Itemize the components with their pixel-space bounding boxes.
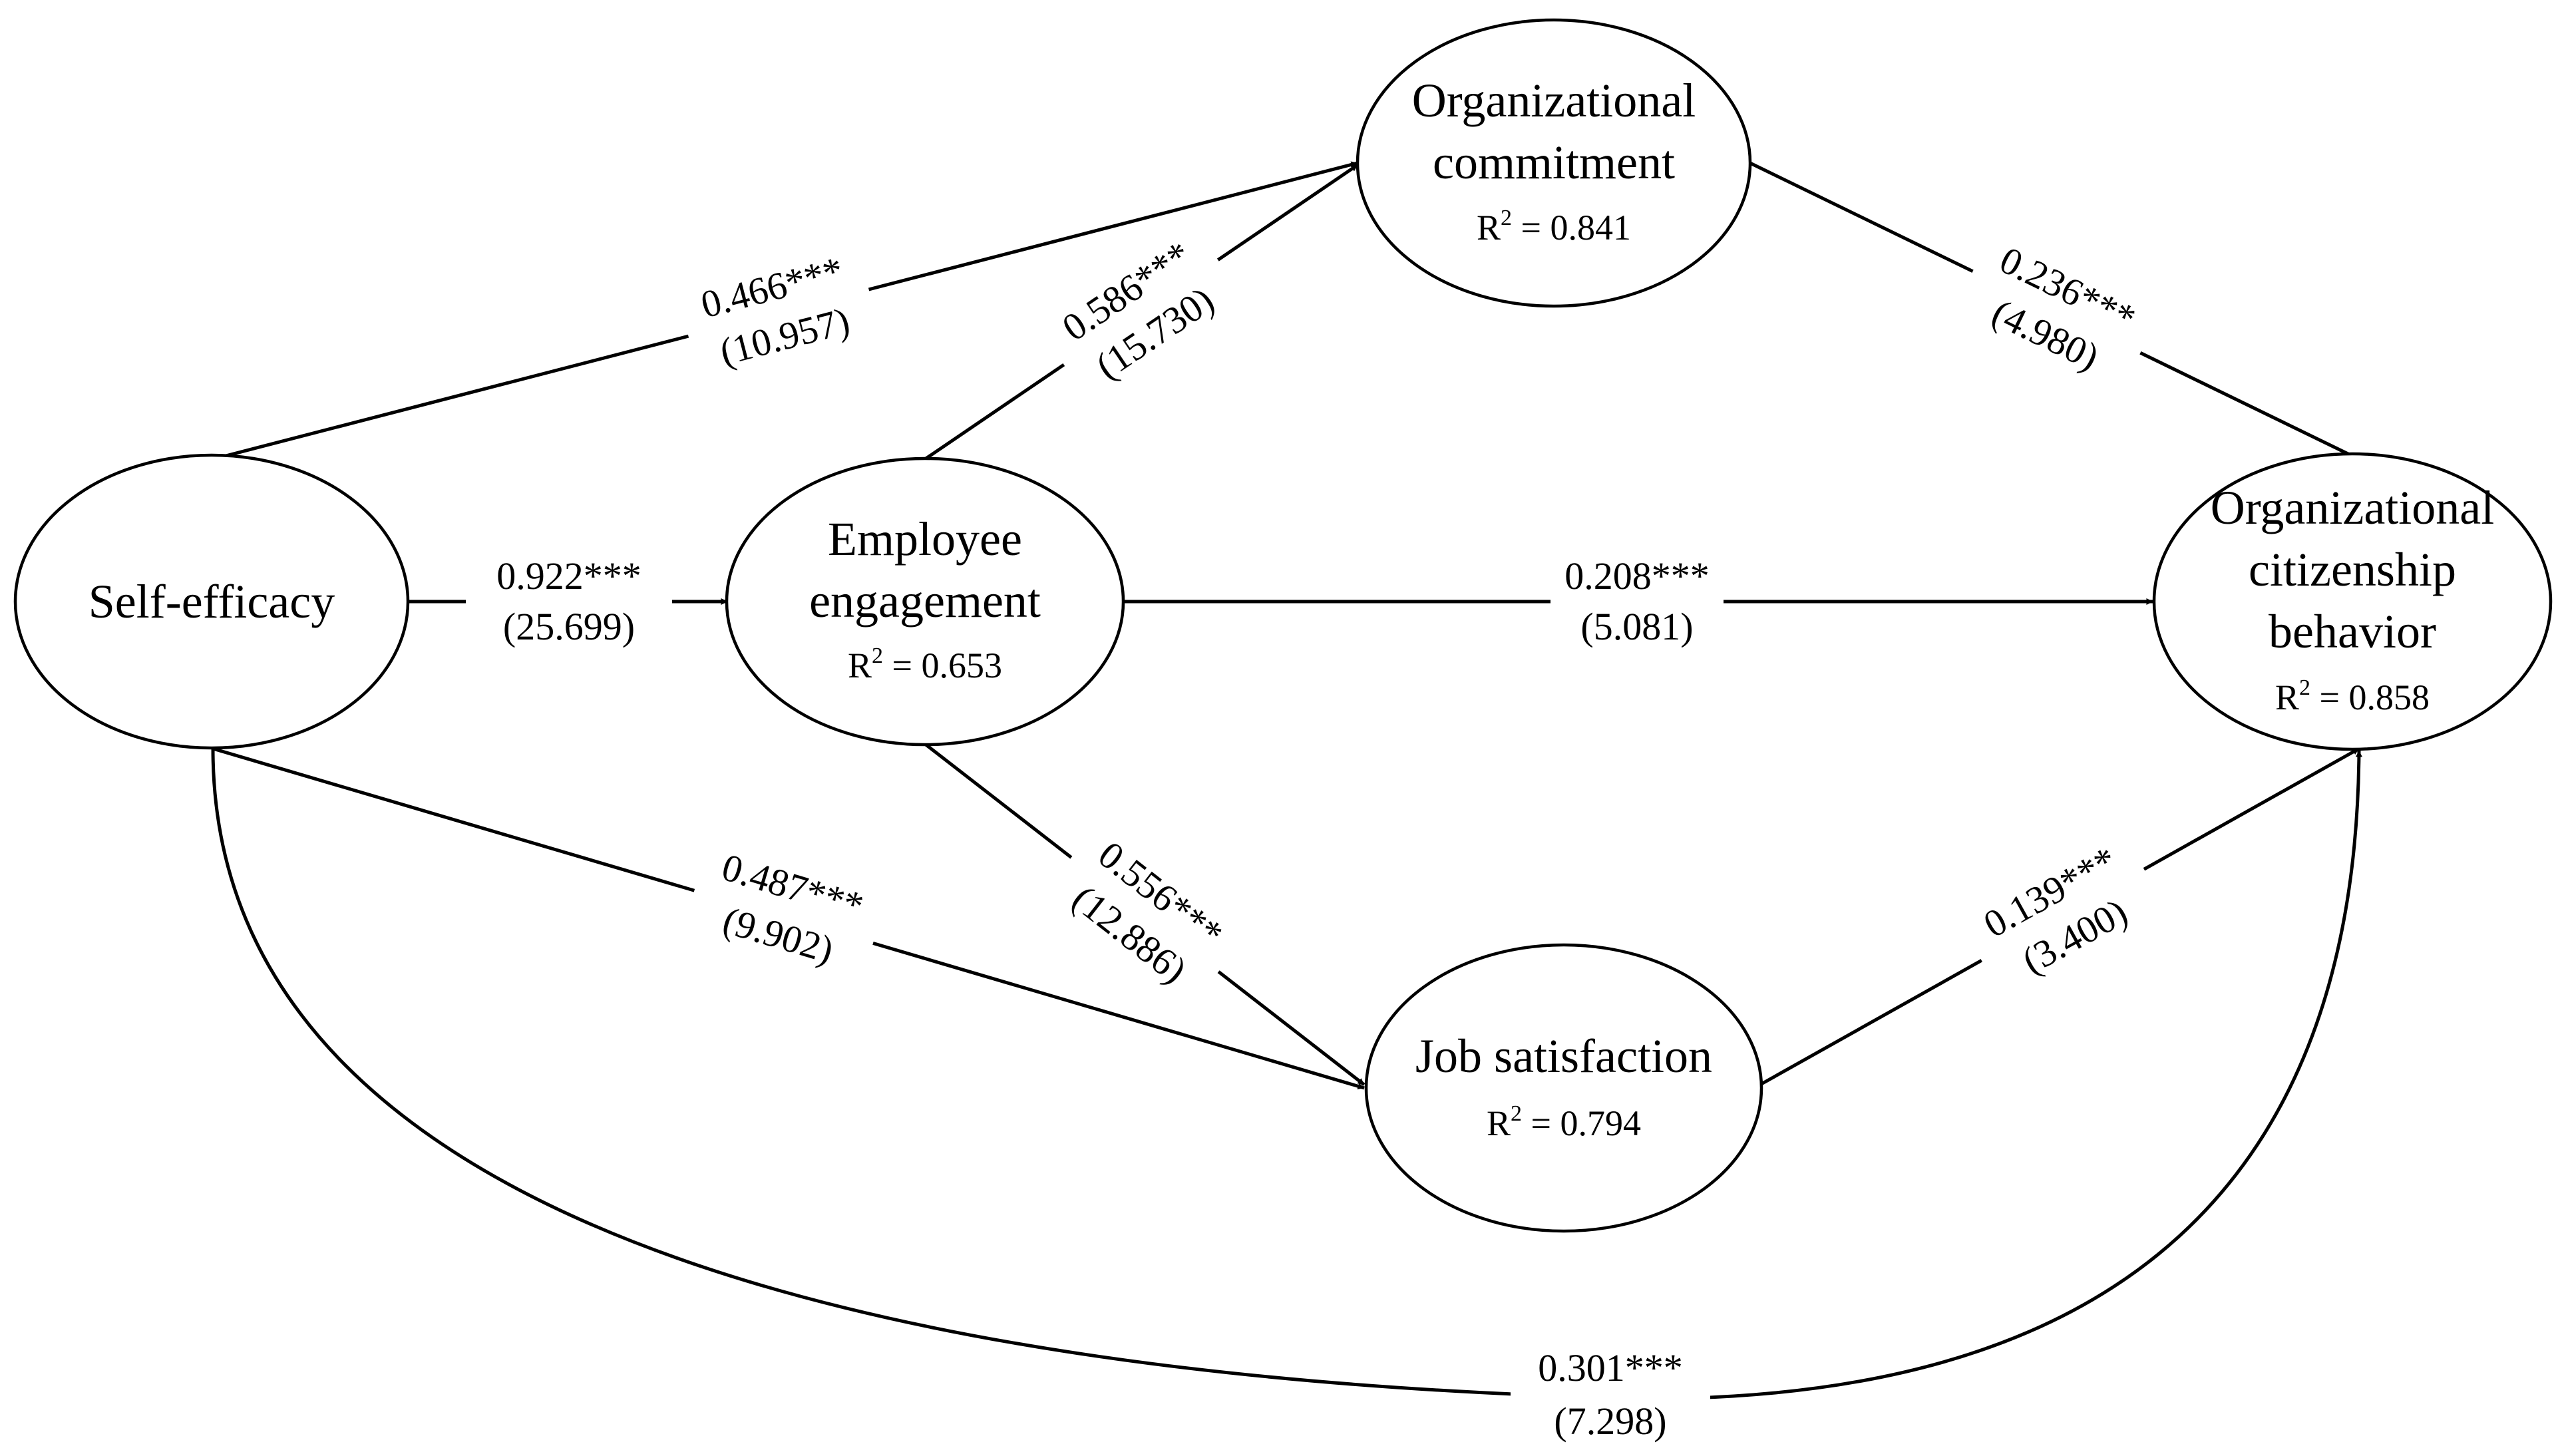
label-background <box>1035 219 1247 407</box>
path-coefficient: 0.301*** <box>1538 1346 1683 1389</box>
node-label: citizenship <box>2249 543 2456 596</box>
node-label: Organizational <box>1412 74 1696 127</box>
node-organizational-citizenship-behavior: Organizational citizenship behavior R2 =… <box>2152 452 2553 751</box>
r2-number: 0.841 <box>1551 208 1632 248</box>
node-self-efficacy: Self-efficacy <box>13 453 410 750</box>
r2-superscript: 2 <box>1511 1101 1522 1126</box>
node-ellipse <box>13 453 410 750</box>
label-background <box>1511 1344 1710 1451</box>
r2-separator: = <box>883 645 921 685</box>
label-background <box>1551 552 1724 652</box>
r2-superscript: 2 <box>872 643 883 668</box>
r2-number: 0.858 <box>2349 677 2430 717</box>
node-ellipse <box>725 456 1125 747</box>
r2-prefix: R <box>848 645 872 685</box>
label-background <box>675 241 882 385</box>
label-background <box>466 552 672 652</box>
node-job-satisfaction: Job satisfaction R2 = 0.794 <box>1364 943 1763 1233</box>
node-ellipse <box>1356 18 1752 308</box>
r2-superscript: 2 <box>2299 675 2310 700</box>
node-label: commitment <box>1433 136 1675 189</box>
edge-label-ee-to-oc: 0.586*** (15.730) <box>1035 219 1247 407</box>
r2-value: R2 = 0.794 <box>1487 1101 1641 1143</box>
r2-prefix: R <box>2275 677 2299 717</box>
edge-label-ee-to-ocb: 0.208*** (5.081) <box>1551 552 1724 652</box>
path-coefficient: 0.208*** <box>1564 554 1710 598</box>
node-label: Job satisfaction <box>1415 1029 1712 1083</box>
edge-label-oc-to-ocb: 0.236*** (4.980) <box>1950 227 2162 399</box>
edge-label-se-to-ocb: 0.301*** (7.298) <box>1511 1344 1710 1451</box>
r2-superscript: 2 <box>1501 206 1512 230</box>
edge-label-se-to-oc: 0.466*** (10.957) <box>675 241 882 385</box>
label-background <box>1950 227 2162 399</box>
r2-value: R2 = 0.841 <box>1477 206 1631 248</box>
node-label: Self-efficacy <box>89 575 335 628</box>
label-background <box>1040 818 1249 1012</box>
edge-label-js-to-ocb: 0.139*** (3.400) <box>1957 826 2169 1004</box>
path-coefficient: 0.922*** <box>496 554 641 598</box>
r2-separator: = <box>2310 677 2348 717</box>
r2-prefix: R <box>1477 208 1501 248</box>
node-label: Employee <box>828 512 1022 566</box>
r2-prefix: R <box>1487 1103 1511 1143</box>
node-organizational-commitment: Organizational commitment R2 = 0.841 <box>1356 18 1752 308</box>
node-label: engagement <box>809 574 1041 628</box>
r2-value: R2 = 0.858 <box>2275 675 2430 717</box>
edge-line-se-to-ocb <box>211 748 2362 1401</box>
label-background <box>681 837 889 986</box>
r2-number: 0.794 <box>1560 1103 1642 1143</box>
t-value: (25.699) <box>503 605 635 648</box>
edge-label-se-to-ee: 0.922*** (25.699) <box>466 552 672 652</box>
node-label: behavior <box>2269 605 2436 658</box>
r2-number: 0.653 <box>922 645 1003 685</box>
edge-se-to-ocb <box>211 748 2362 1401</box>
label-background <box>1957 826 2169 1004</box>
edge-label-se-to-js: 0.487*** (9.902) <box>681 837 889 986</box>
node-ellipse <box>2152 452 2553 751</box>
edge-label-ee-to-js: 0.556*** (12.886) <box>1040 818 1249 1012</box>
node-employee-engagement: Employee engagement R2 = 0.653 <box>725 456 1125 747</box>
t-value: (5.081) <box>1580 605 1693 648</box>
t-value: (7.298) <box>1554 1399 1666 1443</box>
r2-separator: = <box>1512 208 1550 248</box>
r2-value: R2 = 0.653 <box>848 643 1002 685</box>
node-label: Organizational <box>2211 481 2495 534</box>
r2-separator: = <box>1522 1103 1560 1143</box>
node-ellipse <box>1364 943 1763 1233</box>
